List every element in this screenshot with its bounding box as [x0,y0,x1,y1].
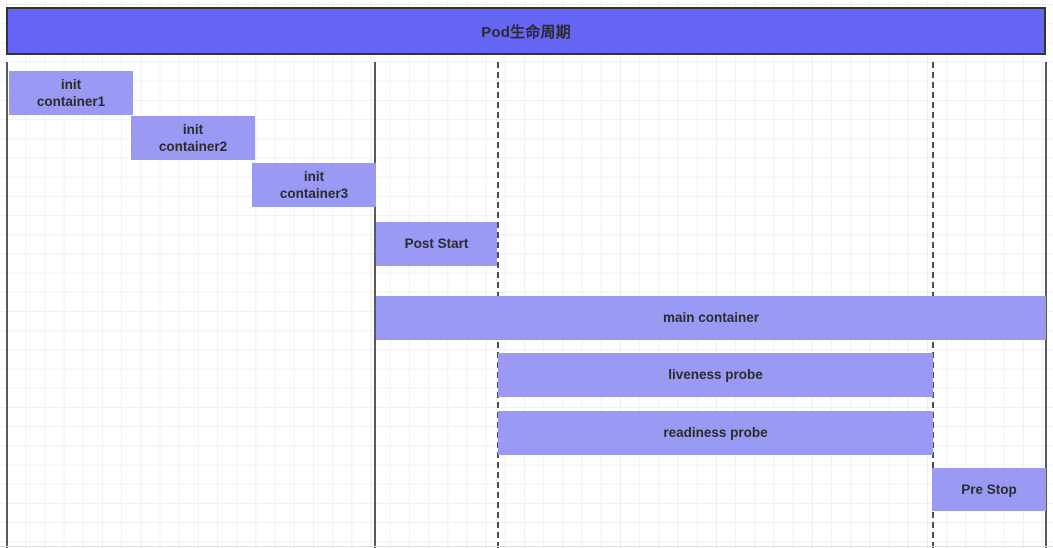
bar-label-main-container: main container [662,310,760,326]
bar-pre-stop: Pre Stop [932,468,1046,511]
bottom-baseline [0,546,1053,547]
bar-label-liveness-probe: liveness probe [668,367,763,383]
bar-main-container: main container [376,296,1046,340]
bar-liveness-probe: liveness probe [498,353,933,397]
bar-label-readiness-probe: readiness probe [663,425,768,441]
bar-label-init-container-1: init container1 [36,76,106,109]
bar-init-container-1: init container1 [9,71,133,115]
page-title: Pod生命周期 [481,23,571,41]
bar-label-init-container-2: init container2 [158,121,228,154]
bar-label-init-container-3: init container3 [279,168,349,201]
bar-post-start: Post Start [376,222,497,266]
bar-readiness-probe: readiness probe [498,411,933,455]
diagram-title-banner: Pod生命周期 [6,7,1046,55]
bar-init-container-2: init container2 [131,116,255,160]
bar-label-post-start: Post Start [404,236,469,252]
rule-right-boundary [1045,62,1047,548]
rule-init-phase-boundary [374,62,376,548]
bar-label-pre-stop: Pre Stop [961,481,1017,497]
bar-init-container-3: init container3 [252,163,376,207]
rule-left-boundary [6,62,8,548]
